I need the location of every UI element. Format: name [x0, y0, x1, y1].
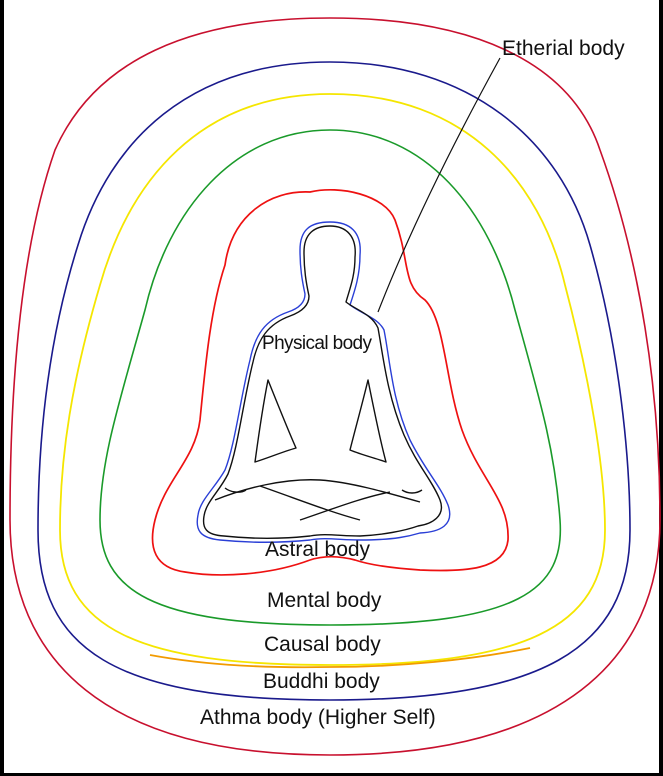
astral-body-label: Astral body	[265, 539, 370, 560]
causal-body-outline	[60, 94, 605, 665]
athma-body-label: Athma body (Higher Self)	[200, 707, 436, 728]
etherial-body-label: Etherial body	[502, 38, 625, 59]
etherial-body-outline	[197, 222, 450, 542]
astral-body-outline	[153, 190, 509, 575]
physical-body-figure	[204, 226, 442, 538]
buddhi-body-label: Buddhi body	[263, 671, 380, 692]
causal-body-label: Causal body	[264, 634, 381, 655]
physical-body-label: Physical body	[262, 334, 371, 353]
etherial-leader-line	[378, 58, 500, 312]
mental-body-label: Mental body	[267, 590, 381, 611]
